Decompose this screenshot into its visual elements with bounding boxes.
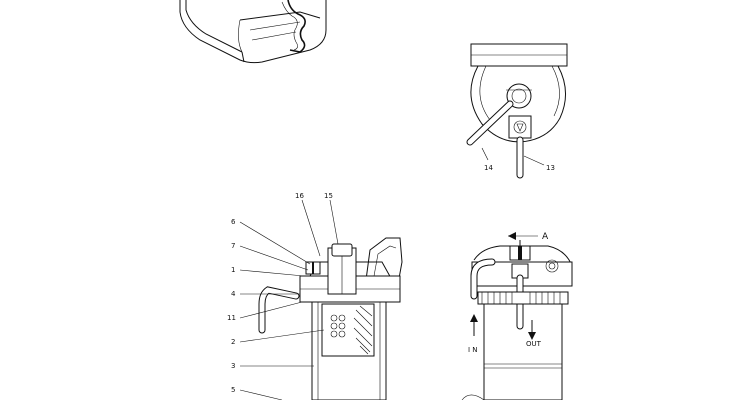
callout-4: 4 [231, 290, 236, 298]
outlet-label: OUT [526, 340, 542, 348]
callout-16: 16 [295, 192, 304, 200]
callout-2: 2 [231, 338, 235, 346]
engine-housing-detail [179, 0, 327, 64]
callout-6: 6 [231, 218, 236, 226]
inlet-label: I N [468, 346, 478, 354]
callout-7: 7 [231, 242, 235, 250]
filter-side-view: A I N OUT [461, 232, 573, 400]
callout-14: 14 [484, 164, 493, 172]
top-view-outlet-fitting [508, 115, 532, 139]
filter-section-view: 16 15 6 7 1 4 11 2 3 5 [227, 192, 403, 400]
callout-3: 3 [231, 362, 235, 370]
callout-13: 13 [546, 164, 555, 172]
filter-head-top-view: 14 13 [466, 43, 568, 179]
callout-5: 5 [231, 386, 235, 394]
callout-11: 11 [227, 314, 236, 322]
callout-15: 15 [324, 192, 333, 200]
view-a-label: A [542, 232, 549, 242]
callout-1: 1 [231, 266, 235, 274]
